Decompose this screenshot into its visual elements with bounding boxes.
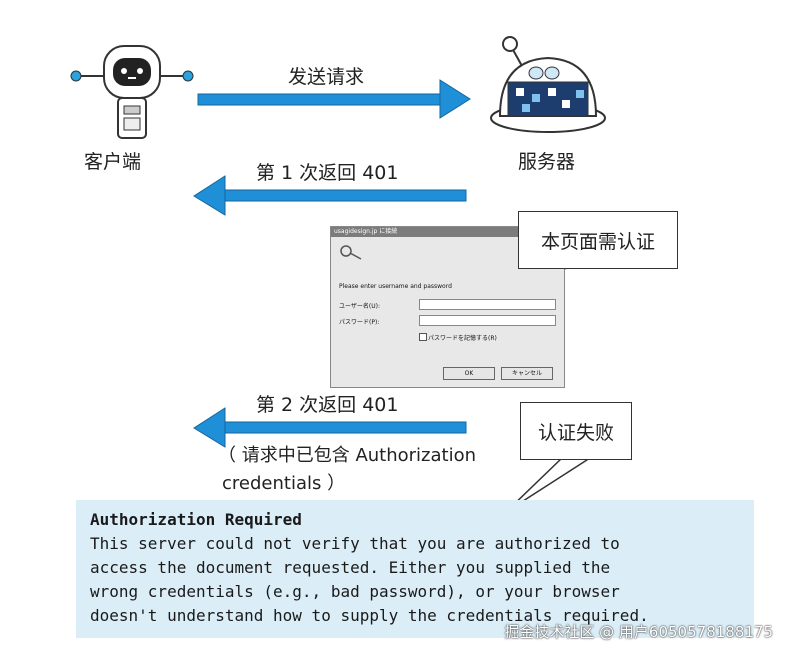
first-401-arrow <box>193 175 467 216</box>
watermark: 掘金技术社区 @ 用户6050578188175 <box>504 623 773 641</box>
message-line3: wrong credentials (e.g., bad password), … <box>90 582 620 601</box>
password-label: パスワード(P): <box>339 319 380 326</box>
remember-label: パスワードを記憶する(R) <box>428 335 497 342</box>
first-return-label: 第 1 次返回 401 <box>256 162 399 184</box>
server-label: 服务器 <box>518 151 576 173</box>
client-label: 客户端 <box>84 151 142 173</box>
username-label: ユーザー名(U): <box>339 303 380 310</box>
dialog-prompt: Please enter username and password <box>339 283 452 290</box>
key-icon <box>340 245 362 260</box>
message-line4: doesn't understand how to supply the cre… <box>90 606 649 625</box>
callout-page-auth: 本页面需认证 <box>518 211 678 269</box>
server-robot-icon <box>490 36 606 133</box>
note-line1: （ 请求中已包含 Authorization <box>218 445 477 466</box>
ok-button[interactable]: OK <box>443 367 495 380</box>
client-robot-icon <box>70 45 194 139</box>
username-input[interactable] <box>419 299 556 310</box>
second-401-arrow <box>193 407 467 448</box>
second-return-label: 第 2 次返回 401 <box>256 394 399 416</box>
remember-checkbox[interactable] <box>419 333 427 341</box>
send-request-arrow <box>197 79 471 119</box>
dialog-title: usagidesign.jp に接続 <box>331 227 564 237</box>
message-line2: access the document requested. Either yo… <box>90 558 611 577</box>
callout-auth-fail: 认证失败 <box>520 402 632 460</box>
message-heading: Authorization Required <box>90 510 302 529</box>
message-line1: This server could not verify that you ar… <box>90 534 620 553</box>
password-input[interactable] <box>419 315 556 326</box>
send-request-label: 发送请求 <box>288 66 365 88</box>
note-line2: credentials ） <box>222 473 346 494</box>
error-message-box: Authorization Required This server could… <box>76 500 754 638</box>
cancel-button[interactable]: キャンセル <box>501 367 553 380</box>
